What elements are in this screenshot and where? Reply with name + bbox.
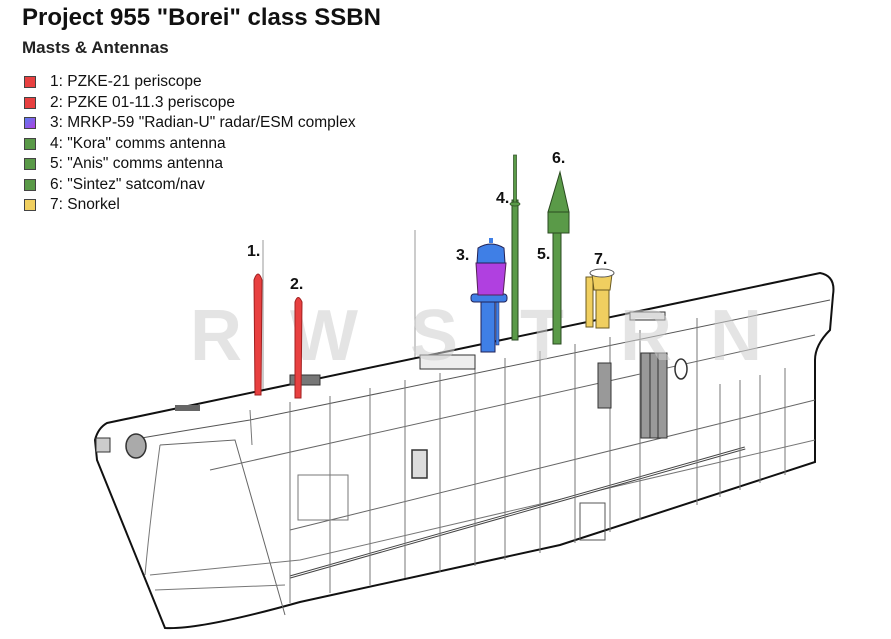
mast-1-pzke-21-periscope: [253, 273, 263, 396]
mast-4-kora-antenna: [509, 154, 521, 341]
mast-3-radian-u-radar: [470, 238, 508, 353]
marker-4: 4.: [496, 190, 509, 207]
swatch-red: [24, 76, 36, 89]
legend-item: 1: PZKE-21 periscope: [24, 72, 356, 93]
swatch-red: [24, 96, 36, 109]
marker-7: 7.: [594, 251, 607, 268]
swatch-green: [24, 137, 36, 150]
legend-item: 7: Snorkel: [24, 195, 356, 216]
sail-body: [93, 271, 835, 630]
legend-item: 3: MRKP-59 "Radian-U" radar/ESM complex: [24, 113, 356, 134]
marker-6: 6.: [552, 150, 565, 167]
legend-item: 4: "Kora" comms antenna: [24, 134, 356, 155]
swatch-green: [24, 178, 36, 191]
swatch-green: [24, 158, 36, 171]
marker-3: 3.: [456, 247, 469, 264]
swatch-yellow: [24, 199, 36, 212]
marker-5: 5.: [537, 246, 550, 263]
diagram-title: Project 955 "Borei" class SSBN: [22, 4, 381, 31]
mast-2-pzke-01-periscope: [294, 297, 303, 399]
watermark: R: [190, 296, 242, 376]
legend-item: 6: "Sintez" satcom/nav: [24, 175, 356, 196]
svg-text:N: N: [710, 296, 762, 376]
mast-7-snorkel: [585, 268, 615, 329]
marker-2: 2.: [290, 276, 303, 293]
legend: 1: PZKE-21 periscope 2: PZKE 01-11.3 per…: [24, 72, 356, 216]
marker-1: 1.: [247, 243, 260, 260]
svg-text:R: R: [620, 296, 672, 376]
svg-text:S: S: [410, 296, 458, 376]
legend-item: 5: "Anis" comms antenna: [24, 154, 356, 175]
mast-5-anis-antenna: [552, 227, 562, 345]
legend-item: 2: PZKE 01-11.3 periscope: [24, 93, 356, 114]
mast-6-sintez-satcom: [547, 170, 570, 234]
swatch-blue-purple: [24, 117, 36, 130]
diagram-subtitle: Masts & Antennas: [22, 38, 169, 57]
